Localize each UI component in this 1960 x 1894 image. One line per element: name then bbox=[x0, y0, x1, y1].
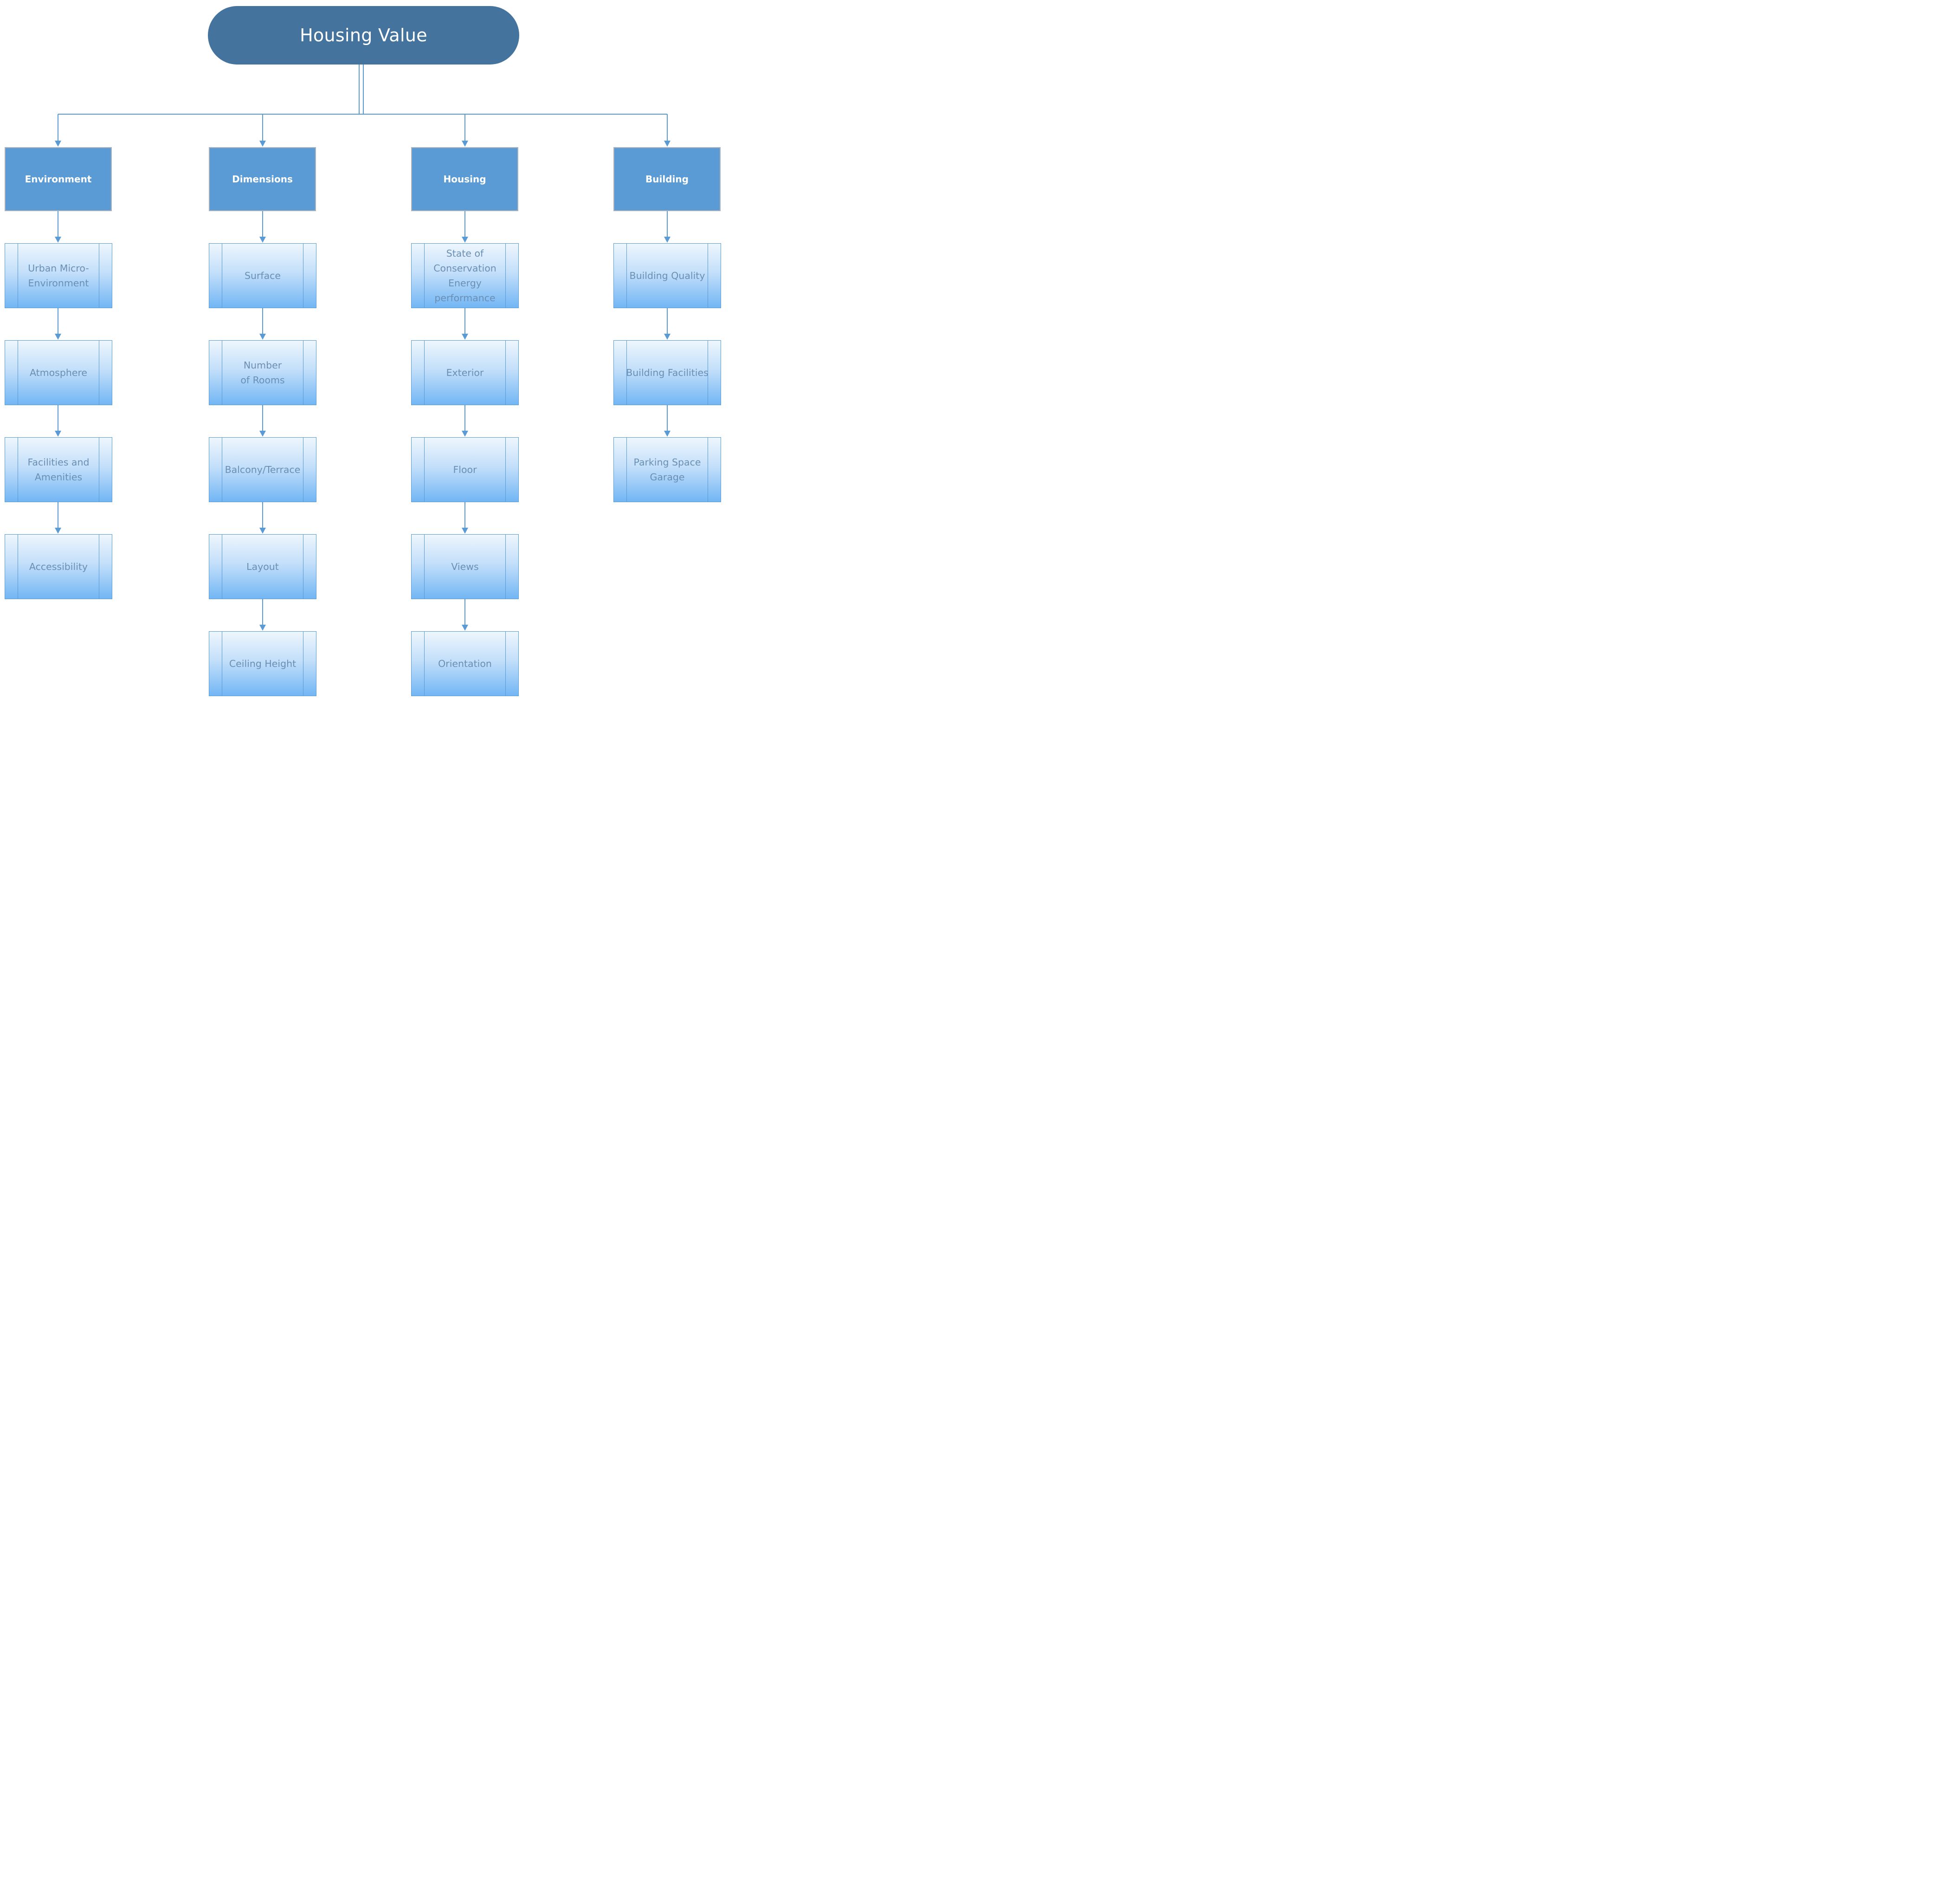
category-label: Building bbox=[645, 174, 689, 185]
factor-box-views: Views bbox=[411, 534, 519, 599]
dimensions-item-arrow-icon bbox=[259, 431, 266, 437]
building-item-arrow-icon bbox=[664, 237, 671, 243]
factor-label: Accessibility bbox=[29, 561, 88, 572]
environment-arrow-icon bbox=[55, 141, 61, 147]
category-housing: Housing bbox=[411, 147, 518, 211]
factor-box-balcony-terrace: Balcony/Terrace bbox=[209, 437, 316, 502]
category-building: Building bbox=[613, 147, 721, 211]
dimensions-item-arrow-icon bbox=[259, 528, 266, 534]
factor-label: Ceiling Height bbox=[229, 658, 297, 669]
factor-box-exterior: Exterior bbox=[411, 340, 519, 405]
environment-item-arrow-icon bbox=[55, 237, 61, 243]
dimensions-arrow-icon bbox=[259, 141, 266, 147]
category-label: Dimensions bbox=[232, 174, 293, 185]
factor-box-state-of-conservation-energy-performance: State of Conservation Energy performance bbox=[411, 243, 519, 308]
factor-box-accessibility: Accessibility bbox=[5, 534, 112, 599]
root-node: Housing Value bbox=[208, 6, 519, 65]
building-item-arrow-icon bbox=[664, 334, 671, 340]
factor-label: Exterior bbox=[446, 367, 484, 378]
category-dimensions: Dimensions bbox=[209, 147, 316, 211]
building-arrow-icon bbox=[664, 141, 671, 147]
factor-box-orientation: Orientation bbox=[411, 631, 519, 696]
housing-item-arrow-icon bbox=[462, 431, 468, 437]
factor-label: Parking Space Garage bbox=[633, 457, 701, 483]
factor-label: Building Quality bbox=[629, 270, 705, 281]
building-item-arrow-icon bbox=[664, 431, 671, 437]
factor-label: Urban Micro- Environment bbox=[28, 263, 89, 289]
environment-item-arrow-icon bbox=[55, 528, 61, 534]
housing-item-arrow-icon bbox=[462, 334, 468, 340]
environment-item-arrow-icon bbox=[55, 334, 61, 340]
factor-label: Orientation bbox=[438, 658, 492, 669]
dimensions-item-arrow-icon bbox=[259, 625, 266, 631]
factor-label: Views bbox=[451, 561, 479, 572]
housing-item-arrow-icon bbox=[462, 625, 468, 631]
connectors bbox=[55, 65, 671, 631]
factor-label: State of Conservation Energy performance bbox=[433, 248, 496, 304]
factor-box-parking-space-garage: Parking Space Garage bbox=[613, 437, 721, 502]
dimensions-item-arrow-icon bbox=[259, 334, 266, 340]
factor-box-floor: Floor bbox=[411, 437, 519, 502]
factor-box-atmosphere: Atmosphere bbox=[5, 340, 112, 405]
factor-box-building-facilities: Building Facilities bbox=[613, 340, 721, 405]
dimensions-item-arrow-icon bbox=[259, 237, 266, 243]
factor-label: Layout bbox=[246, 561, 279, 572]
factor-label: Facilities and Amenities bbox=[27, 457, 90, 483]
factor-label: Floor bbox=[453, 464, 477, 475]
factor-box-ceiling-height: Ceiling Height bbox=[209, 631, 316, 696]
factor-label: Surface bbox=[244, 270, 281, 281]
factor-box-number-of-rooms: Number of Rooms bbox=[209, 340, 316, 405]
housing-item-arrow-icon bbox=[462, 237, 468, 243]
category-label: Housing bbox=[443, 174, 486, 185]
housing-arrow-icon bbox=[462, 141, 468, 147]
factor-label: Atmosphere bbox=[29, 367, 88, 378]
category-label: Environment bbox=[25, 174, 92, 185]
factor-label: Number of Rooms bbox=[240, 360, 285, 386]
factor-box-urban-micro-environment: Urban Micro- Environment bbox=[5, 243, 112, 308]
factor-label: Building Facilities bbox=[626, 367, 709, 378]
factor-box-surface: Surface bbox=[209, 243, 316, 308]
factor-label: Balcony/Terrace bbox=[225, 464, 301, 475]
factor-box-building-quality: Building Quality bbox=[613, 243, 721, 308]
housing-item-arrow-icon bbox=[462, 528, 468, 534]
environment-item-arrow-icon bbox=[55, 431, 61, 437]
factor-box-facilities-and-amenities: Facilities and Amenities bbox=[5, 437, 112, 502]
root-label: Housing Value bbox=[300, 25, 427, 45]
factor-box-layout: Layout bbox=[209, 534, 316, 599]
category-environment: Environment bbox=[5, 147, 112, 211]
